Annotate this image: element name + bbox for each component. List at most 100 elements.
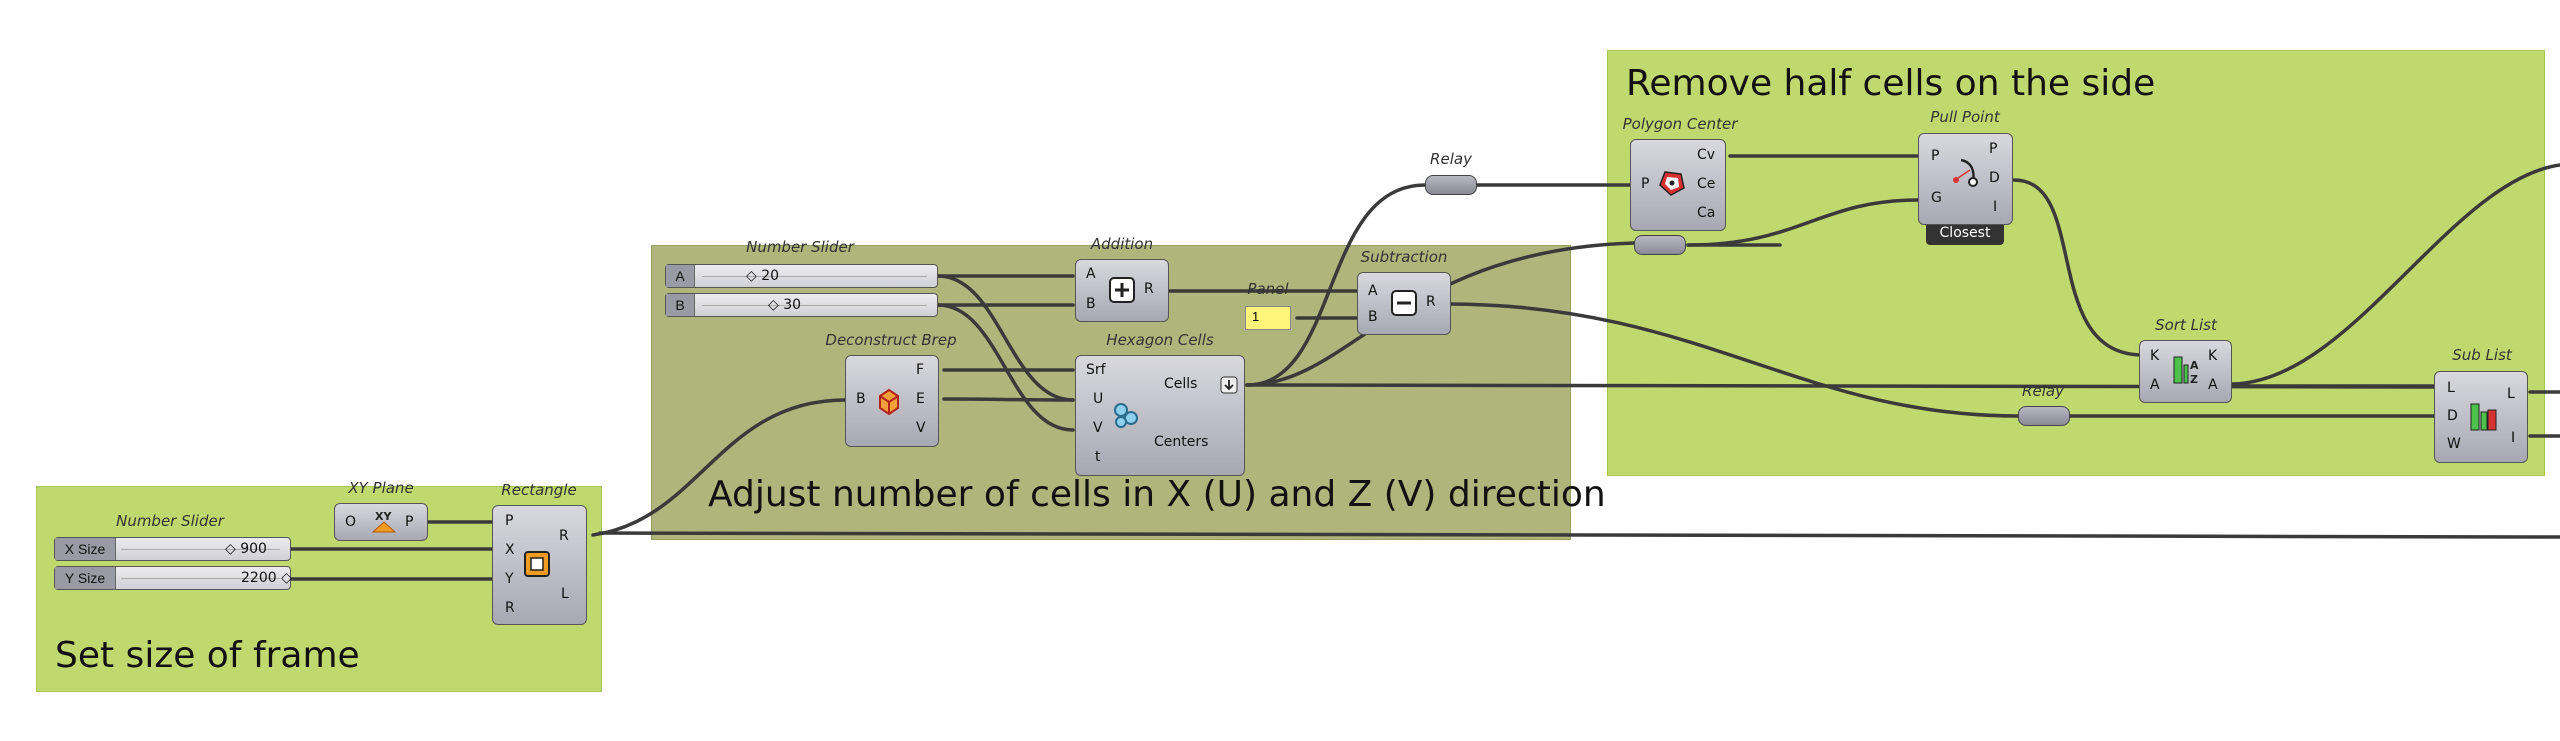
subtraction-component[interactable]: A B R <box>1357 272 1451 335</box>
slider-label: B <box>666 294 695 316</box>
output-r[interactable]: R <box>1144 281 1154 297</box>
deconstruct-brep-component[interactable]: B F E V <box>845 355 939 447</box>
output-v[interactable]: V <box>916 420 926 436</box>
output-ca[interactable]: Ca <box>1697 205 1716 221</box>
input-b[interactable]: B <box>1368 309 1378 325</box>
input-srf[interactable]: Srf <box>1086 362 1106 378</box>
output-k[interactable]: K <box>2208 348 2218 364</box>
pull-point-component[interactable]: P G P D I <box>1918 133 2013 225</box>
slider-value[interactable]: ◇ 900 <box>225 541 267 557</box>
xy-plane-component[interactable]: O XY P <box>334 503 428 541</box>
input-d[interactable]: D <box>2447 408 2458 424</box>
component-title: Relay <box>1430 150 1472 168</box>
input-b[interactable]: B <box>1086 296 1096 312</box>
input-p[interactable]: P <box>1641 176 1650 192</box>
input-v[interactable]: V <box>1093 420 1103 436</box>
slider-value[interactable]: ◇ 30 <box>768 297 802 313</box>
input-a[interactable]: A <box>1086 266 1096 282</box>
input-o[interactable]: O <box>345 514 357 530</box>
input-a[interactable]: A <box>1368 283 1378 299</box>
b-slider[interactable]: B ◇ 30 <box>665 293 938 317</box>
pull-point-icon <box>1949 156 1981 190</box>
slider-value[interactable]: ◇ 20 <box>746 268 780 284</box>
output-ce[interactable]: Ce <box>1697 176 1716 192</box>
slider-grip-icon: ◇ <box>276 570 292 586</box>
polygon-center-icon <box>1657 168 1687 198</box>
slider-title: Number Slider <box>746 238 854 256</box>
sub-list-component[interactable]: L D W L I <box>2434 371 2528 463</box>
panel-value[interactable]: 1 <box>1245 306 1291 330</box>
input-w[interactable]: W <box>2447 436 2461 452</box>
slider-value[interactable]: 2200 ◇ <box>241 570 292 586</box>
component-title: XY Plane <box>348 479 414 497</box>
group-remove-half-cells[interactable]: Remove half cells on the side <box>1607 50 2545 476</box>
component-title: Polygon Center <box>1622 115 1738 133</box>
x-size-slider[interactable]: X Size ◇ 900 <box>54 537 291 561</box>
output-a[interactable]: A <box>2208 377 2218 393</box>
slider-title: Number Slider <box>116 512 224 530</box>
addition-component[interactable]: A B R <box>1075 259 1169 322</box>
component-title: Addition <box>1090 235 1154 253</box>
input-y[interactable]: Y <box>505 571 514 587</box>
output-l[interactable]: L <box>561 586 569 602</box>
slider-label: A <box>666 265 695 287</box>
xy-plane-icon: XY <box>371 508 397 536</box>
output-r[interactable]: R <box>1426 294 1436 310</box>
group-label: Remove half cells on the side <box>1626 63 2156 104</box>
group-label: Set size of frame <box>55 635 360 676</box>
component-title: Rectangle <box>501 481 577 499</box>
slider-label: Y Size <box>55 567 116 589</box>
hexagon-cells-component[interactable]: Srf U V t Cells Centers <box>1075 355 1245 476</box>
group-label: Adjust number of cells in X (U) and Z (V… <box>708 474 1606 515</box>
y-size-slider[interactable]: Y Size 2200 ◇ <box>54 566 292 590</box>
hexagon-cells-icon <box>1110 398 1142 430</box>
input-u[interactable]: U <box>1093 391 1104 407</box>
output-centers[interactable]: Centers <box>1154 434 1209 450</box>
graft-icon[interactable] <box>1220 376 1238 394</box>
svg-text:A: A <box>2190 359 2199 372</box>
minus-icon <box>1391 290 1417 316</box>
relay-1[interactable] <box>1425 175 1477 195</box>
output-r[interactable]: R <box>559 528 569 544</box>
output-cv[interactable]: Cv <box>1697 147 1716 163</box>
slider-grip-icon: ◇ <box>768 297 784 313</box>
output-p[interactable]: P <box>405 514 414 530</box>
relay-2[interactable] <box>2018 406 2070 426</box>
input-p[interactable]: P <box>505 513 514 529</box>
component-title: Subtraction <box>1360 248 1448 266</box>
output-p[interactable]: P <box>1989 141 1998 157</box>
input-p[interactable]: P <box>1931 148 1940 164</box>
input-g[interactable]: G <box>1931 190 1942 206</box>
slider-label: X Size <box>55 538 116 560</box>
component-title: Pull Point <box>1930 108 2000 126</box>
svg-text:XY: XY <box>375 510 392 523</box>
relay-3[interactable] <box>1634 235 1686 255</box>
input-k[interactable]: K <box>2150 348 2160 364</box>
input-r[interactable]: R <box>505 600 515 616</box>
output-l[interactable]: L <box>2507 386 2515 402</box>
component-title: Panel <box>1247 280 1289 298</box>
output-i[interactable]: I <box>1993 199 1998 215</box>
component-title: Deconstruct Brep <box>825 331 957 349</box>
input-l[interactable]: L <box>2447 380 2455 396</box>
a-slider[interactable]: A ◇ 20 <box>665 264 938 288</box>
output-f[interactable]: F <box>916 362 925 378</box>
rectangle-icon <box>523 550 551 578</box>
polygon-center-component[interactable]: P Cv Ce Ca <box>1630 139 1726 231</box>
output-e[interactable]: E <box>916 391 925 407</box>
slider-grip-icon: ◇ <box>746 268 762 284</box>
input-t[interactable]: t <box>1095 449 1101 465</box>
output-i[interactable]: I <box>2511 430 2516 446</box>
output-cells[interactable]: Cells <box>1164 376 1198 392</box>
pull-point-mode-badge[interactable]: Closest <box>1926 225 2004 245</box>
input-b[interactable]: B <box>856 391 866 407</box>
component-title: Hexagon Cells <box>1106 331 1214 349</box>
input-a[interactable]: A <box>2150 377 2160 393</box>
rectangle-component[interactable]: P X Y R R L <box>492 505 587 625</box>
output-d[interactable]: D <box>1989 170 2000 186</box>
component-title: Sort List <box>2155 316 2217 334</box>
input-x[interactable]: X <box>505 542 515 558</box>
